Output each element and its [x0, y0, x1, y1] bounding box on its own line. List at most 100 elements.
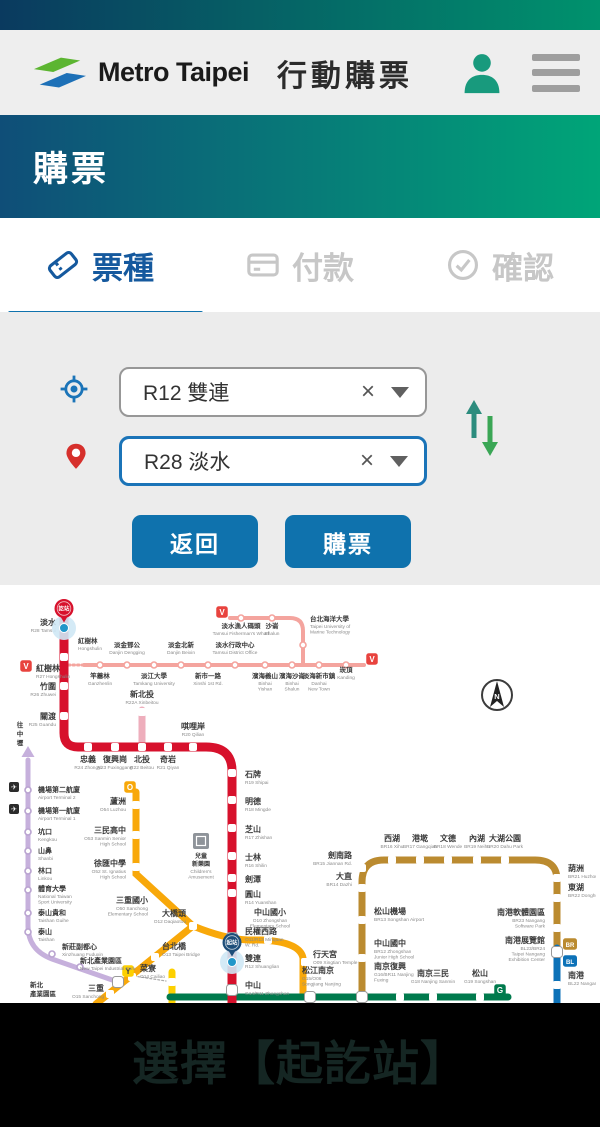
tab-confirm[interactable]: 確認	[400, 218, 600, 312]
svg-text:Exhibition Center: Exhibition Center	[508, 957, 545, 963]
svg-text:New Town: New Town	[308, 687, 330, 693]
hamburger-menu-button[interactable]	[532, 53, 580, 92]
svg-text:機場第二航廈: 機場第二航廈	[38, 785, 81, 794]
svg-text:明德: 明德	[245, 796, 261, 806]
svg-text:濱海沙崙: 濱海沙崙	[279, 671, 306, 680]
svg-text:士林: 士林	[245, 852, 261, 862]
svg-text:Y: Y	[125, 967, 131, 976]
svg-text:大湖公園: 大湖公園	[489, 833, 521, 843]
svg-text:Kengkou: Kengkou	[38, 837, 57, 843]
svg-text:W. Rd.: W. Rd.	[245, 943, 259, 949]
svg-text:Tamsui Fisherman's Wharf: Tamsui Fisherman's Wharf	[213, 631, 270, 637]
svg-text:Marine Technology: Marine Technology	[310, 630, 351, 636]
svg-text:中山: 中山	[245, 980, 261, 990]
step-tabs: 票種 付款 確認	[0, 218, 600, 312]
svg-text:濱海義山: 濱海義山	[252, 671, 278, 680]
origin-station-field[interactable]: R12 雙連 ×	[119, 367, 427, 417]
destination-station-field[interactable]: R28 淡水 ×	[119, 436, 427, 486]
svg-text:Junior High School: Junior High School	[374, 955, 414, 961]
brand-name: Metro Taipei	[98, 57, 250, 87]
svg-text:西湖: 西湖	[384, 833, 400, 843]
svg-text:坑口: 坑口	[38, 827, 52, 836]
svg-text:Elementary School: Elementary School	[108, 912, 148, 918]
svg-text:BR: BR	[566, 943, 575, 949]
origin-clear-icon[interactable]: ×	[360, 378, 375, 405]
svg-text:O11/R13 Minquan: O11/R13 Minquan	[245, 937, 284, 943]
svg-text:訖站: 訖站	[58, 605, 70, 613]
svg-text:R22A Xinbeitou: R22A Xinbeitou	[125, 700, 158, 706]
svg-text:O: O	[127, 783, 133, 792]
destination-dropdown-caret-icon[interactable]	[390, 455, 408, 467]
origin-target-icon	[60, 375, 88, 403]
buy-ticket-button[interactable]: 購票	[285, 515, 411, 568]
svg-text:林口: 林口	[38, 866, 52, 875]
airport-mrt	[25, 757, 121, 985]
tab-label: 付款	[292, 250, 354, 286]
svg-text:R21 Qiyan: R21 Qiyan	[157, 765, 180, 771]
svg-text:O09 Xingtian Temple: O09 Xingtian Temple	[313, 960, 358, 966]
svg-text:新北投: 新北投	[130, 689, 154, 699]
svg-text:新樂園: 新樂園	[192, 860, 210, 868]
svg-text:南京復興: 南京復興	[374, 961, 406, 971]
caption-band: 選擇【起訖站】	[0, 1003, 600, 1127]
svg-text:BR17 Gangqian: BR17 Gangqian	[403, 844, 437, 850]
svg-text:R25 Guandu: R25 Guandu	[29, 722, 57, 728]
tab-ticket-type[interactable]: 票種	[0, 218, 200, 312]
profile-button[interactable]	[460, 51, 504, 95]
svg-text:石牌: 石牌	[244, 769, 261, 779]
svg-text:泰山貴和: 泰山貴和	[37, 908, 66, 917]
svg-text:G18 Nanjing Sanmin: G18 Nanjing Sanmin	[411, 979, 456, 985]
svg-text:南京三民: 南京三民	[417, 968, 449, 978]
svg-text:Taipei University of: Taipei University of	[310, 624, 351, 630]
svg-text:Danjin Dengging: Danjin Dengging	[109, 650, 145, 656]
svg-text:R28 Tamsui: R28 Tamsui	[31, 628, 56, 634]
check-circle-icon	[447, 249, 479, 281]
svg-text:芝山: 芝山	[245, 824, 261, 834]
svg-text:台北海洋大學: 台北海洋大學	[310, 614, 350, 623]
svg-text:山鼻: 山鼻	[38, 846, 52, 855]
svg-text:O50 Sanchong: O50 Sanchong	[116, 906, 148, 912]
svg-text:圓山: 圓山	[245, 889, 261, 899]
svg-text:菜寮: 菜寮	[139, 963, 157, 973]
swap-stations-button[interactable]	[463, 398, 501, 458]
svg-text:Software Park: Software Park	[515, 924, 546, 930]
svg-text:唭哩岸: 唭哩岸	[181, 721, 205, 731]
svg-text:BR22 Donghu: BR22 Donghu	[568, 893, 596, 899]
svg-text:O13 Taipei Bridge: O13 Taipei Bridge	[162, 952, 200, 958]
svg-text:竹圍: 竹圍	[39, 681, 56, 691]
svg-text:紅樹林: 紅樹林	[36, 663, 60, 673]
tab-payment[interactable]: 付款	[200, 218, 400, 312]
destination-clear-icon[interactable]: ×	[359, 447, 374, 474]
svg-text:Tamkang University: Tamkang University	[133, 681, 175, 687]
svg-text:淡金鄧公: 淡金鄧公	[113, 640, 141, 649]
svg-text:BR15 Jiannan Rd.: BR15 Jiannan Rd.	[313, 861, 352, 867]
svg-text:Children's: Children's	[190, 869, 212, 875]
svg-text:奇岩: 奇岩	[160, 754, 176, 764]
svg-text:O54 Luzhou: O54 Luzhou	[100, 807, 126, 813]
svg-text:體育大學: 體育大學	[38, 884, 66, 893]
svg-text:港墘: 港墘	[412, 833, 428, 843]
svg-text:沙崙: 沙崙	[266, 621, 280, 630]
svg-text:紅樹林: 紅樹林	[78, 636, 98, 645]
back-button[interactable]: 返回	[132, 515, 258, 568]
svg-text:Taishan: Taishan	[38, 937, 55, 943]
svg-text:New Taipei Industrial Park: New Taipei Industrial Park	[80, 966, 136, 972]
svg-text:關渡: 關渡	[40, 711, 57, 721]
svg-text:三民高中: 三民高中	[94, 825, 126, 835]
svg-text:Kanding: Kanding	[337, 675, 355, 681]
svg-text:O10 Zhongshan: O10 Zhongshan	[253, 918, 288, 924]
origin-dropdown-caret-icon[interactable]	[391, 386, 409, 398]
svg-text:Linkou: Linkou	[38, 876, 52, 882]
svg-text:大橋頭: 大橋頭	[162, 908, 187, 918]
svg-text:R26 Zhuwei: R26 Zhuwei	[30, 692, 56, 698]
svg-text:V: V	[23, 662, 29, 671]
svg-text:Binhai: Binhai	[258, 681, 271, 687]
svg-text:新北產業園區: 新北產業園區	[80, 956, 122, 965]
svg-text:Shalun: Shalun	[265, 631, 280, 637]
svg-text:Xinzhuang Fuduxin: Xinzhuang Fuduxin	[62, 952, 103, 958]
zhonghe-xinlu-east	[189, 922, 307, 1001]
svg-text:BR12 Zhongshan: BR12 Zhongshan	[374, 949, 412, 955]
svg-text:新莊副都心: 新莊副都心	[62, 942, 97, 951]
svg-text:O12 Daqiaotou: O12 Daqiaotou	[154, 919, 187, 925]
